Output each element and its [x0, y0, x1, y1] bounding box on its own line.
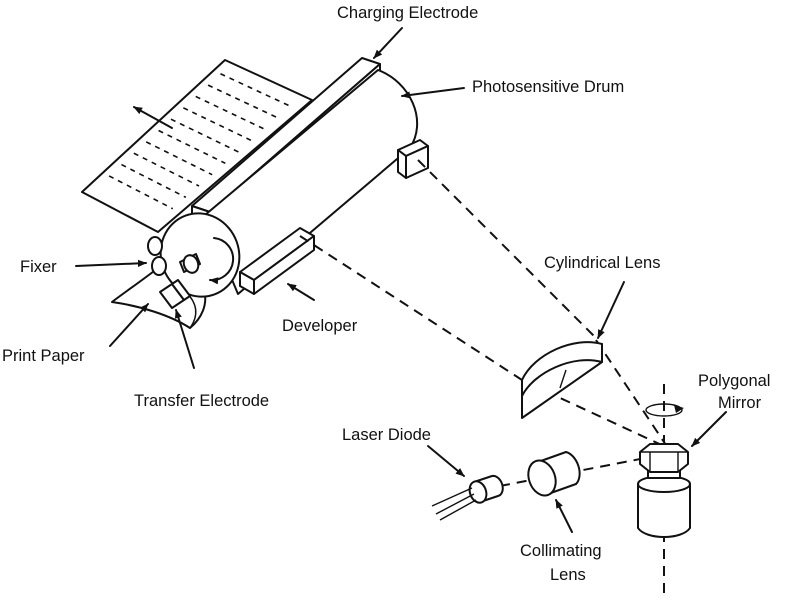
transfer-electrode — [159, 279, 191, 309]
cylindrical-lens — [521, 341, 603, 419]
paper-text-line — [182, 107, 252, 142]
fixer-label: Fixer — [20, 258, 57, 276]
transfer-electrode-label: Transfer Electrode — [134, 392, 269, 410]
polygonal-mirror — [639, 443, 689, 479]
paper-text-line — [158, 129, 226, 165]
photosensitive-drum-label: Photosensitive Drum — [472, 78, 624, 96]
print-paper-sheet — [81, 59, 313, 233]
leader-arrows — [75, 27, 727, 533]
collimating-lens-label-line2: Lens — [550, 566, 586, 584]
polygonal-mirror-label-line1: Polygonal — [698, 372, 770, 390]
paper-text-line — [145, 141, 213, 176]
charging-electrode-label: Charging Electrode — [337, 4, 478, 22]
paper-text-line — [220, 73, 292, 108]
developer — [239, 227, 315, 295]
rotation-arrow-icon — [645, 403, 684, 417]
cylindrical-lens-label: Cylindrical Lens — [544, 254, 660, 272]
polygonal-mirror-motor — [637, 475, 691, 538]
drum-end-block — [397, 139, 429, 179]
paper-text-line — [133, 152, 200, 187]
collimating-lens — [527, 451, 581, 497]
collimating-lens-label-line1: Collimating — [520, 542, 602, 560]
drum-axle — [179, 253, 201, 274]
paper-text-line — [170, 118, 239, 153]
paper-text-lines — [108, 73, 292, 210]
paper-text-line — [108, 175, 174, 210]
polygonal-mirror-label-line2: Mirror — [718, 394, 762, 412]
paper-text-line — [121, 163, 187, 199]
print-paper-label: Print Paper — [2, 347, 85, 365]
laser-diode — [431, 474, 504, 521]
fixer-rollers — [147, 236, 167, 276]
laser-diode-label: Laser Diode — [342, 426, 431, 444]
paper-text-line — [207, 84, 279, 119]
paper-text-line — [195, 95, 266, 130]
paper-exit-arrow — [133, 106, 173, 129]
laser-beam-paths — [299, 159, 669, 596]
developer-label: Developer — [282, 317, 358, 335]
